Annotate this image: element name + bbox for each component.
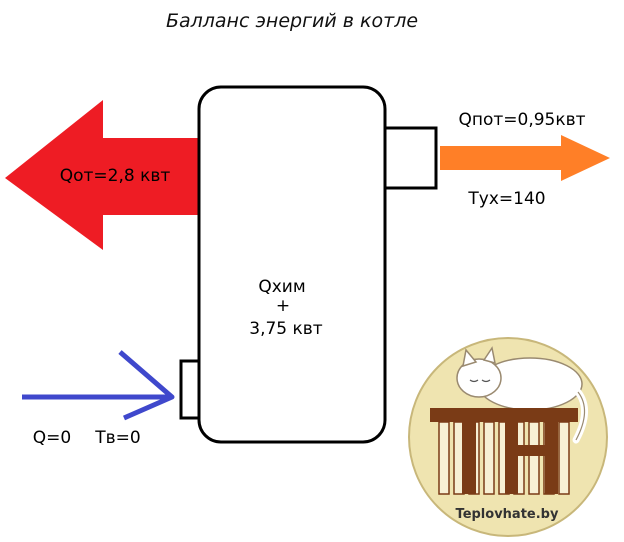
chemical-energy-value: 3,75 квт — [249, 319, 323, 339]
site-logo: TH Teplovhate.by — [408, 337, 608, 537]
cat-icon — [456, 346, 588, 444]
air-heat-label: Q=0 — [33, 428, 71, 448]
air-inlet — [179, 359, 201, 420]
flue-temperature-label: Tух=140 — [467, 189, 545, 209]
diagram-title: Балланс энергий в котле — [166, 10, 418, 32]
heat-loss-arrow — [440, 135, 610, 181]
logo-site-name: Teplovhate.by — [456, 507, 559, 522]
heat-output-arrow — [5, 100, 203, 250]
boiler-body — [197, 85, 387, 444]
heat-output-label: Qот=2,8 квт — [60, 166, 171, 186]
flue-outlet — [383, 126, 438, 190]
heat-loss-label: Qпот=0,95квт — [458, 110, 585, 130]
air-temperature-label: Tв=0 — [94, 428, 140, 448]
air-input-arrow — [22, 350, 175, 421]
plus-sign: + — [276, 296, 290, 316]
chemical-energy-label: Qхим — [258, 277, 305, 297]
